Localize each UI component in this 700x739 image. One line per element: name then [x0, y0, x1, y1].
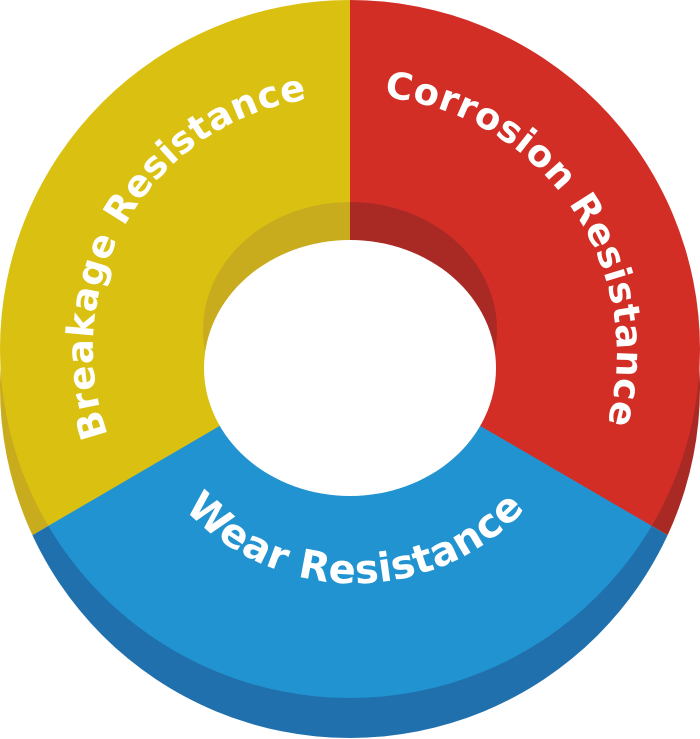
- ring-top-face: [0, 0, 700, 698]
- donut-hole: [204, 240, 496, 496]
- segment-wear[interactable]: [0, 0, 700, 698]
